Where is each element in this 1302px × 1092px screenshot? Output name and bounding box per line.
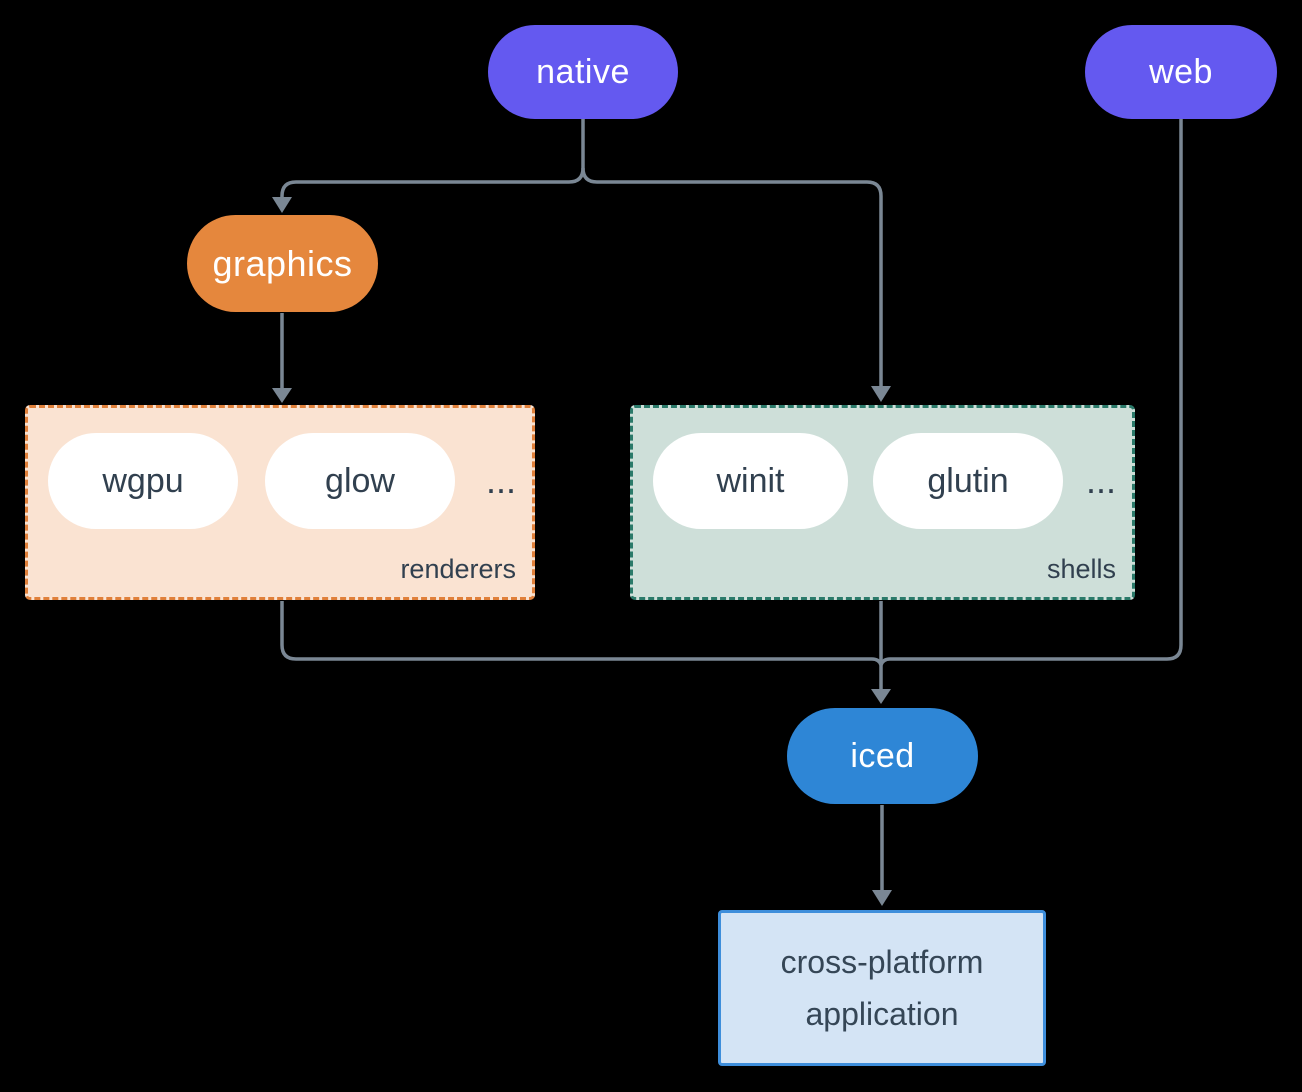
renderers-group-label: renderers <box>400 554 516 584</box>
arrowhead-into-shells <box>871 386 891 402</box>
node-winit-label: winit <box>716 461 785 500</box>
node-native: native <box>488 25 678 119</box>
group-shells: winit glutin ... shells <box>630 405 1135 600</box>
node-web: web <box>1085 25 1277 119</box>
node-glow-label: glow <box>325 461 395 500</box>
node-application: cross-platform application <box>718 910 1046 1066</box>
node-native-label: native <box>536 52 630 91</box>
arrowhead-into-application <box>872 890 892 906</box>
node-graphics-label: graphics <box>212 242 353 284</box>
arrowhead-into-renderers <box>272 388 292 403</box>
node-wgpu-label: wgpu <box>102 461 184 500</box>
node-graphics: graphics <box>187 215 378 312</box>
node-glutin-label: glutin <box>927 461 1009 500</box>
application-label-line2: application <box>805 996 959 1032</box>
shells-group-label: shells <box>1046 554 1116 584</box>
arrowhead-into-graphics <box>272 197 292 213</box>
edge-native-shells <box>581 167 883 387</box>
node-web-label: web <box>1149 52 1213 91</box>
group-renderers: wgpu glow ... renderers <box>25 405 535 600</box>
node-iced-label: iced <box>850 736 915 775</box>
node-wgpu: wgpu <box>48 433 238 529</box>
renderers-ellipsis: ... <box>485 460 516 501</box>
edge-renderers-iced <box>280 601 883 666</box>
node-iced: iced <box>787 708 978 804</box>
application-label-line1: cross-platform <box>780 944 984 980</box>
node-glutin: glutin <box>873 433 1063 529</box>
arrowhead-into-iced <box>871 689 891 704</box>
edge-web-iced <box>879 119 1183 666</box>
node-winit: winit <box>653 433 848 529</box>
shells-ellipsis: ... <box>1085 460 1116 501</box>
node-glow: glow <box>265 433 455 529</box>
edge-native-graphics <box>280 119 585 199</box>
